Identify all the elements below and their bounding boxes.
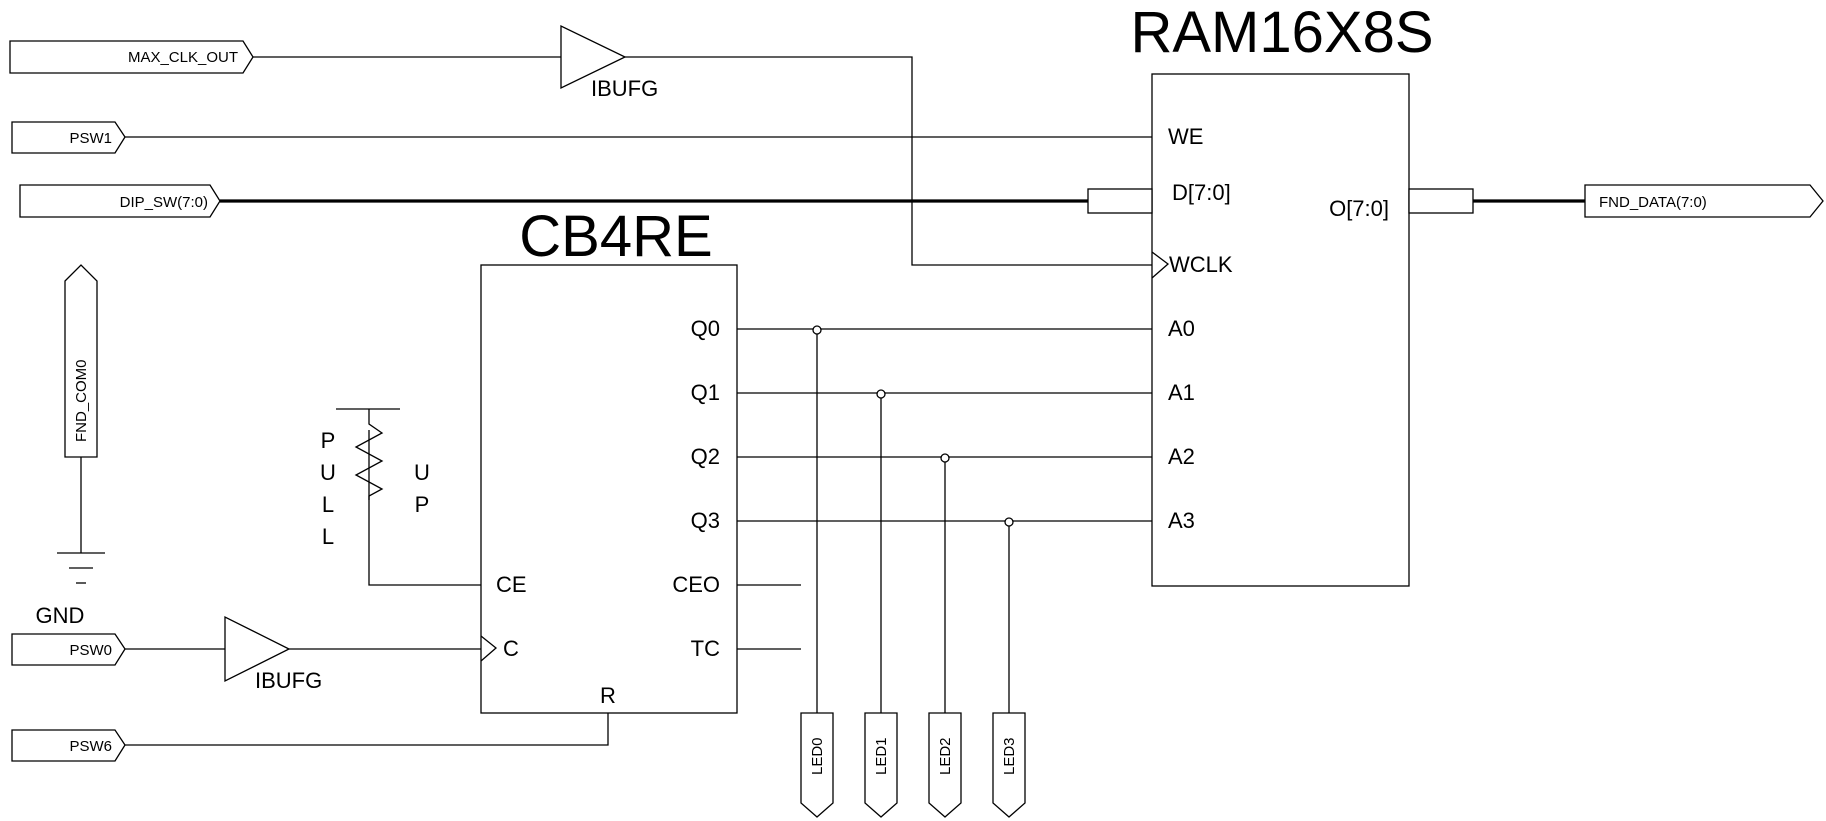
ram-pin-a1: A1: [1168, 380, 1195, 405]
ground-symbol: GND: [36, 552, 105, 628]
ram16x8s-block: RAM16X8S WE D[7:0] O[7:0] WCLK A0 A1 A2 …: [1087, 0, 1474, 587]
counter-pin-c: C: [503, 636, 519, 661]
counter-body: [480, 264, 738, 714]
port-dip-sw: DIP_SW(7:0): [19, 184, 221, 218]
port-psw6-label: PSW6: [69, 738, 112, 755]
ram-pin-a2: A2: [1168, 444, 1195, 469]
port-psw0: PSW0: [11, 633, 126, 666]
ram-pin-a3: A3: [1168, 508, 1195, 533]
counter-pin-q2: Q2: [691, 444, 720, 469]
port-psw1-label: PSW1: [69, 130, 112, 147]
pullup-letter-p2: P: [415, 492, 430, 517]
ram-pin-we: WE: [1168, 124, 1203, 149]
ibufg-top-label: IBUFG: [591, 76, 658, 101]
port-fnd-data-label: FND_DATA(7:0): [1599, 194, 1707, 211]
port-dip-sw-label: DIP_SW(7:0): [120, 194, 208, 211]
ibufg-top-triangle: [560, 24, 627, 90]
counter-clock-marker: [480, 635, 498, 662]
port-max-clk-out-label: MAX_CLK_OUT: [128, 49, 238, 66]
ibufg-top: IBUFG: [560, 24, 658, 101]
port-max-clk-out: MAX_CLK_OUT: [9, 40, 254, 74]
port-led2: LED2: [928, 712, 962, 818]
counter-pin-ceo: CEO: [672, 572, 720, 597]
junction-led2: [940, 453, 950, 463]
ram-pin-d: D[7:0]: [1172, 180, 1231, 205]
pullup-zigzag: [354, 409, 384, 500]
ibufg-bottom-triangle: [224, 615, 291, 683]
ground-label: GND: [36, 603, 85, 628]
junction-led3: [1004, 517, 1014, 527]
pullup-letter-l2: L: [322, 524, 334, 549]
ram-o-bus-stub: [1408, 188, 1474, 214]
ibufg-bottom: IBUFG: [224, 615, 322, 693]
ibufg-bottom-label: IBUFG: [255, 668, 322, 693]
wires: [80, 56, 1585, 746]
ram-clock-marker: [1151, 251, 1170, 279]
ram-pin-o: O[7:0]: [1329, 196, 1389, 221]
counter-pin-r: R: [600, 683, 616, 708]
wire-psw6-r: [125, 713, 609, 746]
junction-led1: [876, 389, 886, 399]
port-led1-label: LED1: [873, 737, 890, 775]
pullup-letter-u: U: [320, 460, 336, 485]
pullup-resistor: P U L L U P: [320, 408, 430, 549]
port-led2-label: LED2: [937, 737, 954, 775]
port-led0: LED0: [800, 712, 834, 818]
cb4re-block: CB4RE Q0 Q1 Q2 Q3 CEO TC CE C R: [480, 204, 738, 714]
counter-pin-q3: Q3: [691, 508, 720, 533]
ram-d-bus-stub: [1087, 188, 1153, 214]
port-fnd-com0: FND_COM0: [64, 264, 98, 458]
port-led0-label: LED0: [809, 737, 826, 775]
port-psw1: PSW1: [11, 121, 126, 154]
ram-pin-wclk: WCLK: [1169, 252, 1233, 277]
junction-led0: [812, 325, 822, 335]
ram-title: RAM16X8S: [1130, 0, 1433, 65]
port-led1: LED1: [864, 712, 898, 818]
port-fnd-data: FND_DATA(7:0): [1584, 184, 1824, 218]
port-psw6: PSW6: [11, 729, 126, 762]
port-psw0-label: PSW0: [69, 642, 112, 659]
pullup-letter-p: P: [321, 428, 336, 453]
pullup-letter-u2: U: [414, 460, 430, 485]
counter-pin-tc: TC: [691, 636, 720, 661]
counter-pin-q0: Q0: [691, 316, 720, 341]
counter-pin-ce: CE: [496, 572, 527, 597]
port-led3-label: LED3: [1001, 737, 1018, 775]
pullup-letter-l1: L: [322, 492, 334, 517]
counter-title: CB4RE: [519, 204, 712, 269]
port-led3: LED3: [992, 712, 1026, 818]
ram-pin-a0: A0: [1168, 316, 1195, 341]
counter-pin-q1: Q1: [691, 380, 720, 405]
port-fnd-com0-label: FND_COM0: [73, 359, 90, 442]
wire-clk-to-wclk: [625, 56, 1152, 266]
ram-body: [1151, 73, 1410, 587]
